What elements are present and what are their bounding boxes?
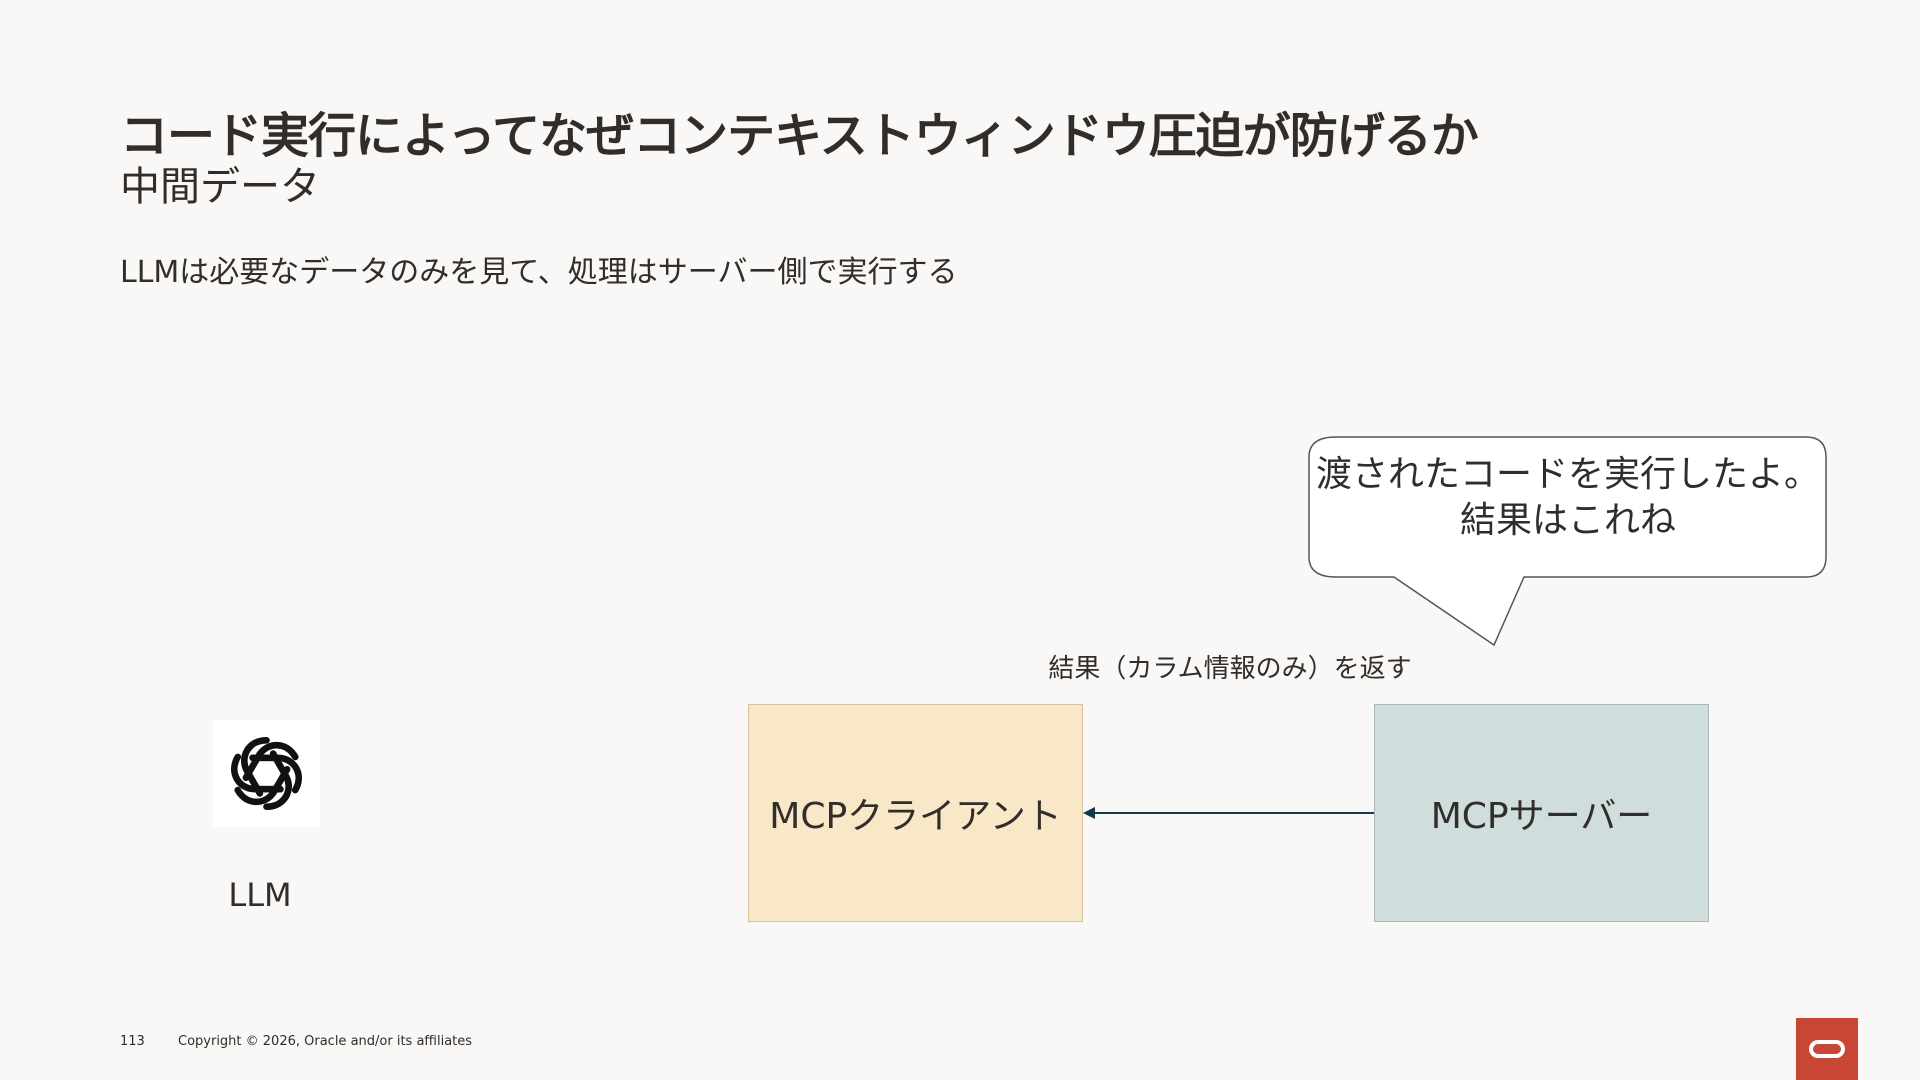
- llm-icon-tile: [213, 720, 320, 827]
- speech-bubble-text: 渡されたコードを実行したよ。 結果はこれね: [1310, 452, 1826, 544]
- copyright-text: Copyright © 2026, Oracle and/or its affi…: [178, 1034, 473, 1049]
- mcp-client-label: MCPクライアント: [769, 796, 1062, 837]
- oracle-ring-shape: [1809, 1040, 1845, 1058]
- lead-text: LLMは必要なデータのみを見て、処理はサーバー側で実行する: [120, 255, 958, 290]
- openai-logo-icon: [230, 736, 303, 811]
- arrow-label: 結果（カラム情報のみ）を返す: [1048, 654, 1412, 684]
- speech-bubble-line-2: 結果はこれね: [1459, 500, 1676, 541]
- page-number: 113: [120, 1034, 145, 1049]
- mcp-server-box: MCPサーバー: [1374, 704, 1709, 922]
- speech-bubble-line-1: 渡されたコードを実行したよ。: [1315, 454, 1820, 495]
- slide-title: コード実行によってなぜコンテキストウィンドウ圧迫が防げるか: [120, 108, 1479, 164]
- mcp-client-box: MCPクライアント: [748, 704, 1083, 922]
- speech-bubble: [1308, 436, 1827, 647]
- result-arrow: [1083, 807, 1374, 819]
- mcp-server-label: MCPサーバー: [1430, 796, 1653, 837]
- oracle-logo-icon: [1796, 1018, 1858, 1080]
- llm-label: LLM: [228, 876, 292, 914]
- slide-subtitle: 中間データ: [120, 164, 320, 210]
